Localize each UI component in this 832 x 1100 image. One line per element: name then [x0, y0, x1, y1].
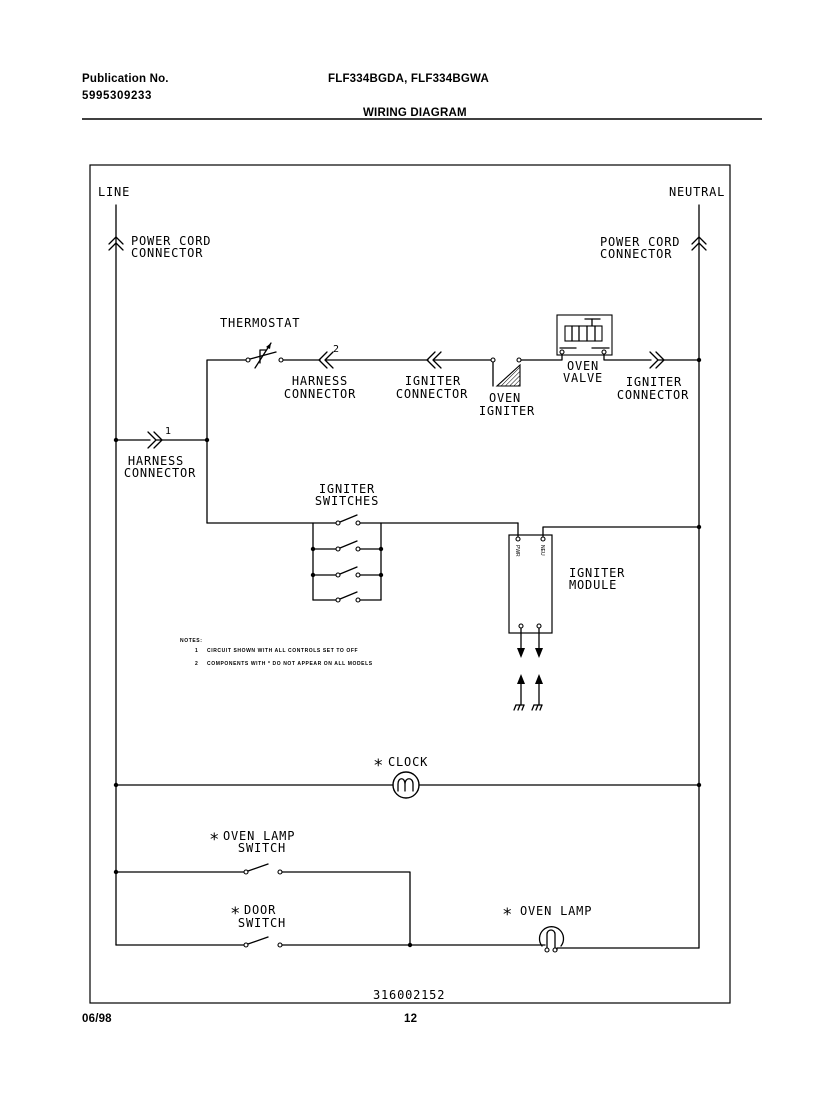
note-1-text: CIRCUIT SHOWN WITH ALL CONTROLS SET TO O…	[207, 648, 358, 654]
oven-lamp-switch-optional-marker: *	[210, 830, 219, 850]
note-2-text: COMPONENTS WITH * DO NOT APPEAR ON ALL M…	[207, 661, 373, 667]
thermostat-label: THERMOSTAT	[220, 316, 300, 330]
junction-dot	[204, 437, 210, 443]
harness-connector-2-label-1: HARNESS	[292, 374, 348, 388]
oven-valve-label-2: VALVE	[563, 371, 603, 385]
publication-number: 5995309233	[82, 90, 152, 102]
igniter-switch-bank	[206, 514, 519, 603]
igniter-module-label-2: MODULE	[569, 578, 617, 592]
oven-igniter-symbol	[490, 357, 522, 387]
power-cord-right-label-1: POWER CORD	[600, 235, 680, 249]
thermostat-symbol	[245, 342, 284, 369]
junction-dot	[310, 572, 316, 578]
igniter-switches-label-2: SWITCHES	[315, 494, 379, 508]
wire-harness-connector-1	[115, 431, 208, 449]
notes-heading: NOTES:	[180, 638, 203, 644]
model-numbers: FLF334BGDA, FLF334BGWA	[328, 73, 489, 85]
harness-connector-1-label-1: HARNESS	[128, 454, 184, 468]
door-switch-label-1: DOOR	[244, 903, 276, 917]
note-1-number: 1	[195, 648, 198, 654]
harness-connector-2-number: 2	[333, 344, 339, 355]
page-title: WIRING DIAGRAM	[363, 107, 467, 119]
junction-dot	[696, 524, 702, 530]
oven-lamp-icon	[538, 926, 700, 953]
harness-connector-1-number: 1	[165, 426, 171, 437]
publication-label: Publication No.	[82, 73, 169, 85]
oven-igniter-label-1: OVEN	[489, 391, 521, 405]
junction-dot	[113, 782, 119, 788]
door-switch-label-2: SWITCH	[238, 916, 286, 930]
line-label: LINE	[98, 185, 130, 199]
oven-lamp-switch-symbol	[115, 863, 411, 946]
harness-connector-2-symbol	[318, 351, 334, 369]
oven-valve-label-1: OVEN	[567, 359, 599, 373]
module-terminal-pwr: PWR	[514, 545, 520, 557]
neutral-label: NEUTRAL	[669, 185, 725, 199]
diagram-frame	[89, 164, 731, 1004]
igniter-connector-left-label-2: CONNECTOR	[396, 387, 468, 401]
harness-connector-2-label-2: CONNECTOR	[284, 387, 356, 401]
door-switch-optional-marker: *	[231, 904, 240, 924]
igniter-module-label-1: IGNITER	[569, 566, 625, 580]
igniter-switches-label-1: IGNITER	[319, 482, 375, 496]
junction-dot	[113, 437, 119, 443]
diagram-part-number: 316002152	[373, 988, 445, 1002]
footer-date: 06/98	[82, 1013, 112, 1025]
wire-thermostat-circuit	[206, 353, 700, 524]
power-cord-connector-right-symbol	[691, 236, 707, 251]
junction-dot	[696, 357, 702, 363]
power-cord-connector-left-symbol	[108, 236, 124, 251]
igniter-connector-left-symbol	[426, 351, 442, 369]
oven-lamp-switch-label-1: OVEN LAMP	[223, 829, 295, 843]
junction-dot	[696, 782, 702, 788]
power-cord-left-label-2: CONNECTOR	[131, 246, 203, 260]
clock-label: CLOCK	[388, 755, 428, 769]
oven-lamp-switch-label-2: SWITCH	[238, 841, 286, 855]
oven-lamp-optional-marker: *	[503, 905, 512, 925]
page-number: 12	[404, 1013, 417, 1025]
power-cord-right-label-2: CONNECTOR	[600, 247, 672, 261]
harness-connector-1-label-2: CONNECTOR	[124, 466, 196, 480]
oven-lamp-label: OVEN LAMP	[520, 904, 592, 918]
junction-dot	[378, 546, 384, 552]
module-terminal-neu: NEU	[539, 545, 545, 556]
igniter-connector-left-label-1: IGNITER	[405, 374, 461, 388]
ground-icon	[513, 704, 525, 711]
door-switch-symbol	[115, 936, 546, 948]
igniter-connector-right-label-1: IGNITER	[626, 375, 682, 389]
junction-dot	[378, 572, 384, 578]
clock-motor-icon	[392, 771, 420, 799]
junction-dot	[407, 942, 413, 948]
ground-icon	[531, 704, 543, 711]
junction-dot	[310, 546, 316, 552]
junction-dot	[113, 869, 119, 875]
igniter-module-symbol	[508, 522, 700, 706]
note-2-number: 2	[195, 661, 198, 667]
power-cord-left-label-1: POWER CORD	[131, 234, 211, 248]
igniter-connector-right-label-2: CONNECTOR	[617, 388, 689, 402]
oven-igniter-label-2: IGNITER	[479, 404, 535, 418]
oven-valve-symbol	[556, 314, 613, 356]
igniter-connector-right-symbol	[649, 351, 665, 369]
clock-optional-marker: *	[374, 756, 383, 776]
